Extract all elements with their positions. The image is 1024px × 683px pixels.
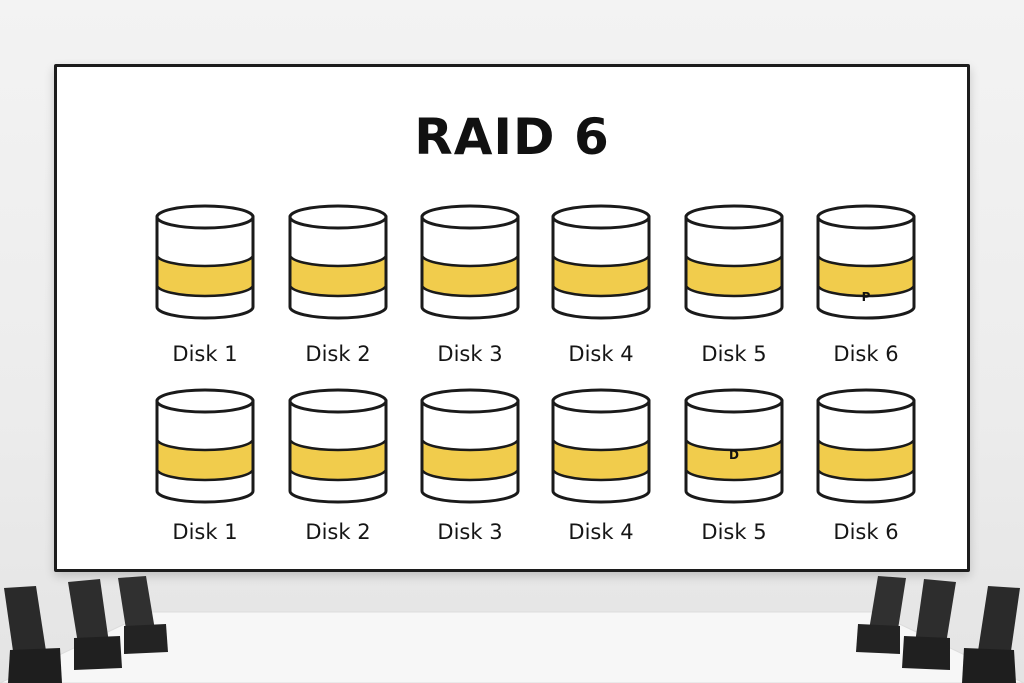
disk-top — [816, 388, 916, 414]
disk-top — [551, 388, 651, 414]
disk-label: Disk 4 — [568, 342, 634, 366]
stripe-edge — [288, 468, 388, 482]
disk-1-row-1 — [155, 204, 255, 320]
disk-label: Disk 1 — [172, 342, 238, 366]
disk-side — [684, 217, 784, 307]
diagram-title: RAID 6 — [414, 108, 610, 166]
disk-top — [816, 204, 916, 230]
chair-left-1 — [4, 586, 62, 683]
disk-side — [816, 401, 916, 491]
disk-4-row-1 — [551, 204, 651, 320]
disk-label: Disk 2 — [305, 342, 371, 366]
disk-side — [420, 401, 520, 491]
stripe-edge — [155, 284, 255, 298]
disk-label: Disk 4 — [568, 520, 634, 544]
disk-top — [684, 388, 784, 414]
chair-right-1 — [962, 586, 1020, 683]
stripe-edge — [684, 468, 784, 482]
disk-top — [155, 388, 255, 414]
disk-6-row-1: P — [816, 204, 916, 320]
disk-side — [420, 217, 520, 307]
chair-left-3 — [118, 576, 168, 654]
disk-side — [816, 217, 916, 307]
chair-right-3 — [856, 576, 906, 654]
disk-top — [288, 388, 388, 414]
disk-top — [288, 204, 388, 230]
stripe-edge — [288, 438, 388, 452]
stripe-edge — [288, 284, 388, 298]
disk-4-row-2 — [551, 388, 651, 504]
stripe-edge — [551, 284, 651, 298]
disk-2-row-1 — [288, 204, 388, 320]
disk-5-row-2: D — [684, 388, 784, 504]
disk-side — [551, 217, 651, 307]
stripe-edge — [420, 284, 520, 298]
disk-1-row-2 — [155, 388, 255, 504]
disk-label: Disk 2 — [305, 520, 371, 544]
disk-top — [684, 204, 784, 230]
disk-side — [684, 401, 784, 491]
disk-side — [551, 401, 651, 491]
stripe-edge — [816, 468, 916, 482]
disk-label: Disk 6 — [833, 342, 899, 366]
disk-label: Disk 5 — [701, 342, 767, 366]
disk-2-row-2 — [288, 388, 388, 504]
disk-3-row-1 — [420, 204, 520, 320]
disk-label: Disk 3 — [437, 520, 503, 544]
disk-label: Disk 5 — [701, 520, 767, 544]
stripe-edge — [816, 254, 916, 268]
disk-5-row-1 — [684, 204, 784, 320]
stripe-edge — [816, 284, 916, 298]
disk-label: Disk 3 — [437, 342, 503, 366]
disk-side — [288, 217, 388, 307]
disk-side — [155, 401, 255, 491]
disk-side — [288, 401, 388, 491]
disk-6-row-2 — [816, 388, 916, 504]
stripe-edge — [420, 438, 520, 452]
disk-top — [155, 204, 255, 230]
parity-marker: D — [729, 448, 739, 462]
disk-top — [420, 388, 520, 414]
stripe-edge — [816, 438, 916, 452]
chair-left-2 — [68, 579, 122, 670]
stripe-edge — [684, 284, 784, 298]
disk-3-row-2 — [420, 388, 520, 504]
stripe-edge — [551, 254, 651, 268]
disk-top — [420, 204, 520, 230]
stripe-edge — [551, 468, 651, 482]
disk-side — [155, 217, 255, 307]
stripe-edge — [420, 254, 520, 268]
stripe-edge — [684, 438, 784, 452]
parity-marker: P — [862, 290, 871, 304]
stripe-edge — [155, 468, 255, 482]
stripe-edge — [288, 254, 388, 268]
stripe-edge — [551, 438, 651, 452]
chair-right-2 — [902, 579, 956, 670]
stripe-edge — [684, 254, 784, 268]
stripe-edge — [155, 254, 255, 268]
stripe-edge — [420, 468, 520, 482]
stripe-edge — [155, 438, 255, 452]
disk-label: Disk 6 — [833, 520, 899, 544]
disk-top — [551, 204, 651, 230]
disk-label: Disk 1 — [172, 520, 238, 544]
